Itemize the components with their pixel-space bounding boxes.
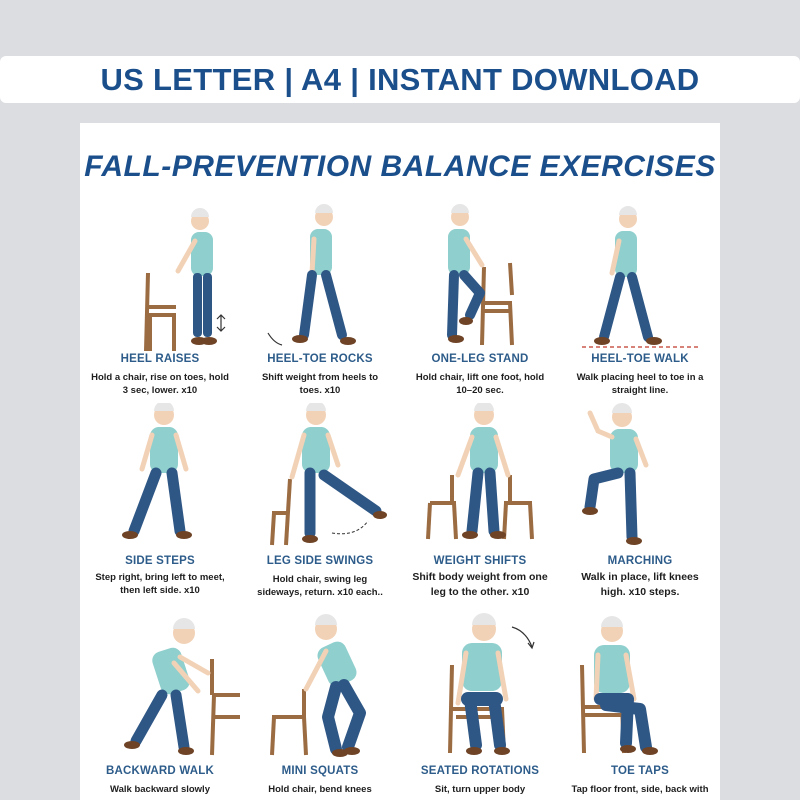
exercise-description: Walk backward slowly — [110, 784, 210, 795]
exercise-description: Hold chair, lift one foot, hold 10–20 se… — [415, 372, 545, 396]
banner-text: US LETTER | A4 | INSTANT DOWNLOAD — [100, 61, 700, 97]
exercise-card-heel-raises: HEEL RAISES Hold a chair, rise on toes, … — [80, 203, 240, 403]
exercise-card-seated-rotations: SEATED ROTATIONS Sit, turn upper body — [400, 613, 560, 800]
format-banner: US LETTER | A4 | INSTANT DOWNLOAD — [0, 56, 800, 103]
exercise-title: MINI SQUATS — [281, 765, 359, 777]
exercise-card-weight-shifts: WEIGHT SHIFTS Shift body weight from one… — [400, 403, 560, 613]
side-steps-figure-icon — [122, 403, 192, 539]
exercise-title: HEEL RAISES — [120, 353, 200, 365]
exercise-card-heel-toe-walk: HEEL-TOE WALK Walk placing heel to toe i… — [560, 203, 720, 403]
heel-toe-rock-figure-icon — [267, 204, 356, 346]
exercise-title: SIDE STEPS — [125, 555, 195, 567]
exercise-description: Walk in place, lift knees high. x10 step… — [581, 571, 699, 598]
seated-rotation-figure-icon — [448, 613, 535, 755]
exercise-card-leg-side-swings: LEG SIDE SWINGS Hold chair, swing leg si… — [240, 403, 400, 613]
exercise-description: Shift body weight from one leg to the ot… — [412, 571, 548, 598]
exercise-card-side-steps: SIDE STEPS Step right, bring left to mee… — [80, 403, 240, 613]
exercise-description: Sit, turn upper body — [434, 784, 526, 795]
toe-tap-figure-icon — [580, 616, 658, 755]
exercise-title: SEATED ROTATIONS — [420, 765, 540, 777]
weight-shift-figure-icon — [426, 403, 534, 540]
heel-raise-figure-icon — [144, 208, 226, 352]
exercise-card-toe-taps: TOE TAPS Tap floor front, side, back wit… — [560, 613, 720, 800]
backward-walk-figure-icon — [124, 618, 240, 756]
exercise-card-marching: MARCHING Walk in place, lift knees high.… — [560, 403, 720, 613]
exercise-title: WEIGHT SHIFTS — [433, 555, 527, 567]
exercise-description: Walk placing heel to toe in a straight l… — [576, 372, 704, 396]
exercise-title: LEG SIDE SWINGS — [266, 555, 374, 567]
exercise-card-mini-squats: MINI SQUATS Hold chair, bend knees — [240, 613, 400, 800]
exercise-title: TOE TAPS — [610, 765, 670, 777]
leg-side-swing-figure-icon — [270, 403, 387, 546]
exercise-description: Hold chair, swing leg sideways, return. … — [257, 574, 383, 598]
exercise-title: HEEL-TOE ROCKS — [267, 353, 373, 365]
poster-title: FALL-PREVENTION BALANCE EXERCISES — [84, 150, 716, 183]
one-leg-stand-figure-icon — [447, 204, 514, 346]
exercise-description: Step right, bring left to meet, then lef… — [95, 572, 225, 596]
exercise-card-backward-walk: BACKWARD WALK Walk backward slowly — [80, 613, 240, 800]
marching-figure-icon — [582, 403, 649, 545]
exercise-poster: FALL-PREVENTION BALANCE EXERCISES HEEL R… — [80, 123, 720, 800]
exercise-description: Hold a chair, rise on toes, hold 3 sec, … — [91, 372, 229, 396]
exercise-card-heel-toe-rocks: HEEL-TOE ROCKS Shift weight from heels t… — [240, 203, 400, 403]
exercise-title: ONE-LEG STAND — [431, 353, 529, 365]
exercise-card-one-leg-stand: ONE-LEG STAND Hold chair, lift one foot,… — [400, 203, 560, 403]
exercise-title: BACKWARD WALK — [105, 765, 214, 777]
mini-squat-figure-icon — [270, 614, 366, 757]
heel-toe-walk-figure-icon — [582, 206, 700, 348]
exercise-description: Hold chair, bend knees — [268, 784, 372, 795]
exercise-title: MARCHING — [607, 555, 673, 567]
exercise-description: Tap floor front, side, back with — [571, 784, 709, 795]
exercise-title: HEEL-TOE WALK — [591, 353, 689, 365]
exercise-description: Shift weight from heels to toes. x10 — [261, 372, 379, 396]
